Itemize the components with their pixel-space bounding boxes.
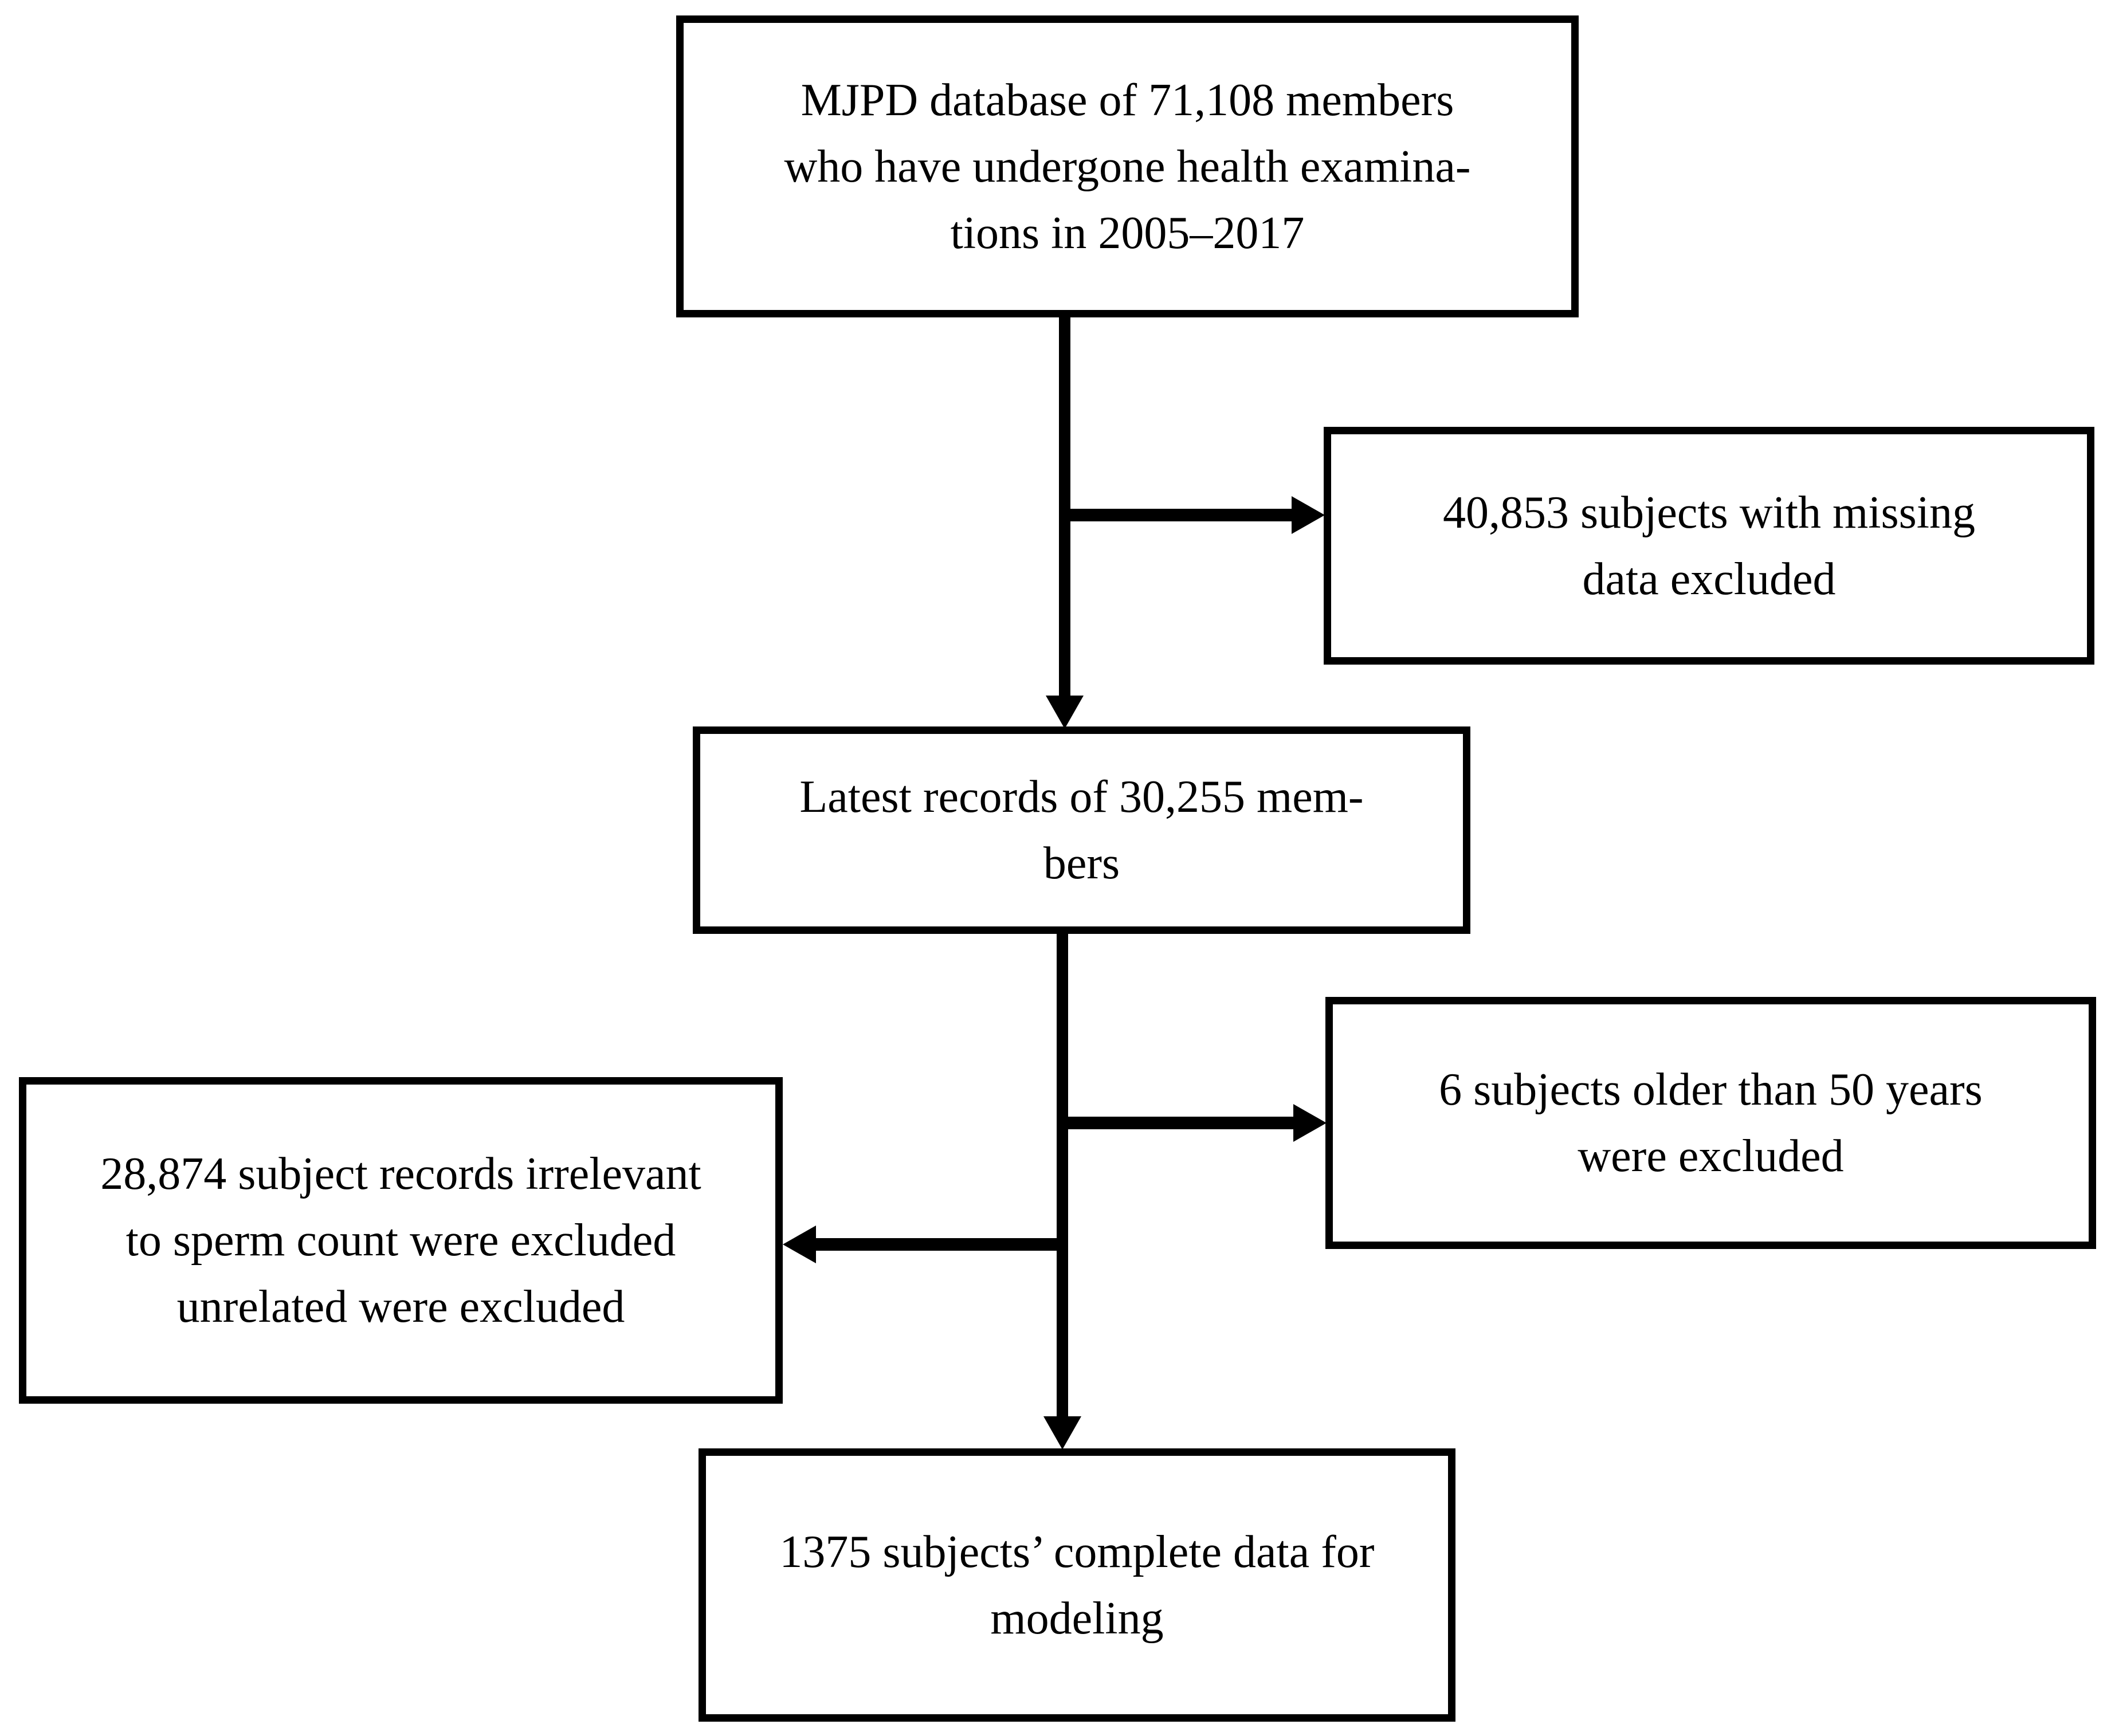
text-line: tions in 2005–2017: [950, 207, 1305, 258]
node-excluded-missing: 40,853 subjects with missing data exclud…: [1324, 427, 2094, 665]
text-line: bers: [1043, 838, 1120, 889]
node-excluded-over50-text: 6 subjects older than 50 years were excl…: [1439, 1056, 1983, 1189]
text-line: MJPD database of 71,108 members: [801, 74, 1454, 125]
node-latest-records: Latest records of 30,255 mem- bers: [693, 726, 1470, 934]
node-final-modeling: 1375 subjects’ complete data for modelin…: [699, 1448, 1455, 1722]
arrow-database-to-latest: [1046, 317, 1084, 729]
arrow-latest-to-final: [1043, 934, 1081, 1450]
node-latest-records-text: Latest records of 30,255 mem- bers: [799, 764, 1363, 897]
node-excluded-irrelevant-text: 28,874 subject records irrelevant to spe…: [100, 1141, 701, 1340]
arrow-branch-to-excluded-over50: [1057, 1104, 1327, 1142]
node-excluded-irrelevant: 28,874 subject records irrelevant to spe…: [19, 1077, 783, 1404]
node-excluded-over50: 6 subjects older than 50 years were excl…: [1325, 997, 2096, 1249]
text-line: modeling: [990, 1593, 1164, 1644]
node-excluded-missing-text: 40,853 subjects with missing data exclud…: [1443, 480, 1975, 612]
text-line: 40,853 subjects with missing: [1443, 487, 1975, 538]
text-line: were excluded: [1578, 1131, 1844, 1181]
text-line: 6 subjects older than 50 years: [1439, 1065, 1983, 1115]
text-line: to sperm count were excluded: [125, 1215, 676, 1266]
node-database-text: MJPD database of 71,108 members who have…: [784, 67, 1470, 266]
arrow-branch-to-excluded-missing: [1059, 496, 1325, 534]
text-line: Latest records of 30,255 mem-: [799, 772, 1364, 822]
text-line: who have undergone health examina-: [784, 141, 1471, 192]
node-final-modeling-text: 1375 subjects’ complete data for modelin…: [779, 1519, 1374, 1652]
node-database: MJPD database of 71,108 members who have…: [676, 15, 1579, 317]
text-line: unrelated were excluded: [176, 1282, 625, 1332]
arrow-branch-to-excluded-irrelevant: [783, 1226, 1068, 1263]
text-line: 28,874 subject records irrelevant: [100, 1149, 701, 1199]
text-line: 1375 subjects’ complete data for: [779, 1526, 1375, 1577]
text-line: data excluded: [1582, 553, 1836, 604]
